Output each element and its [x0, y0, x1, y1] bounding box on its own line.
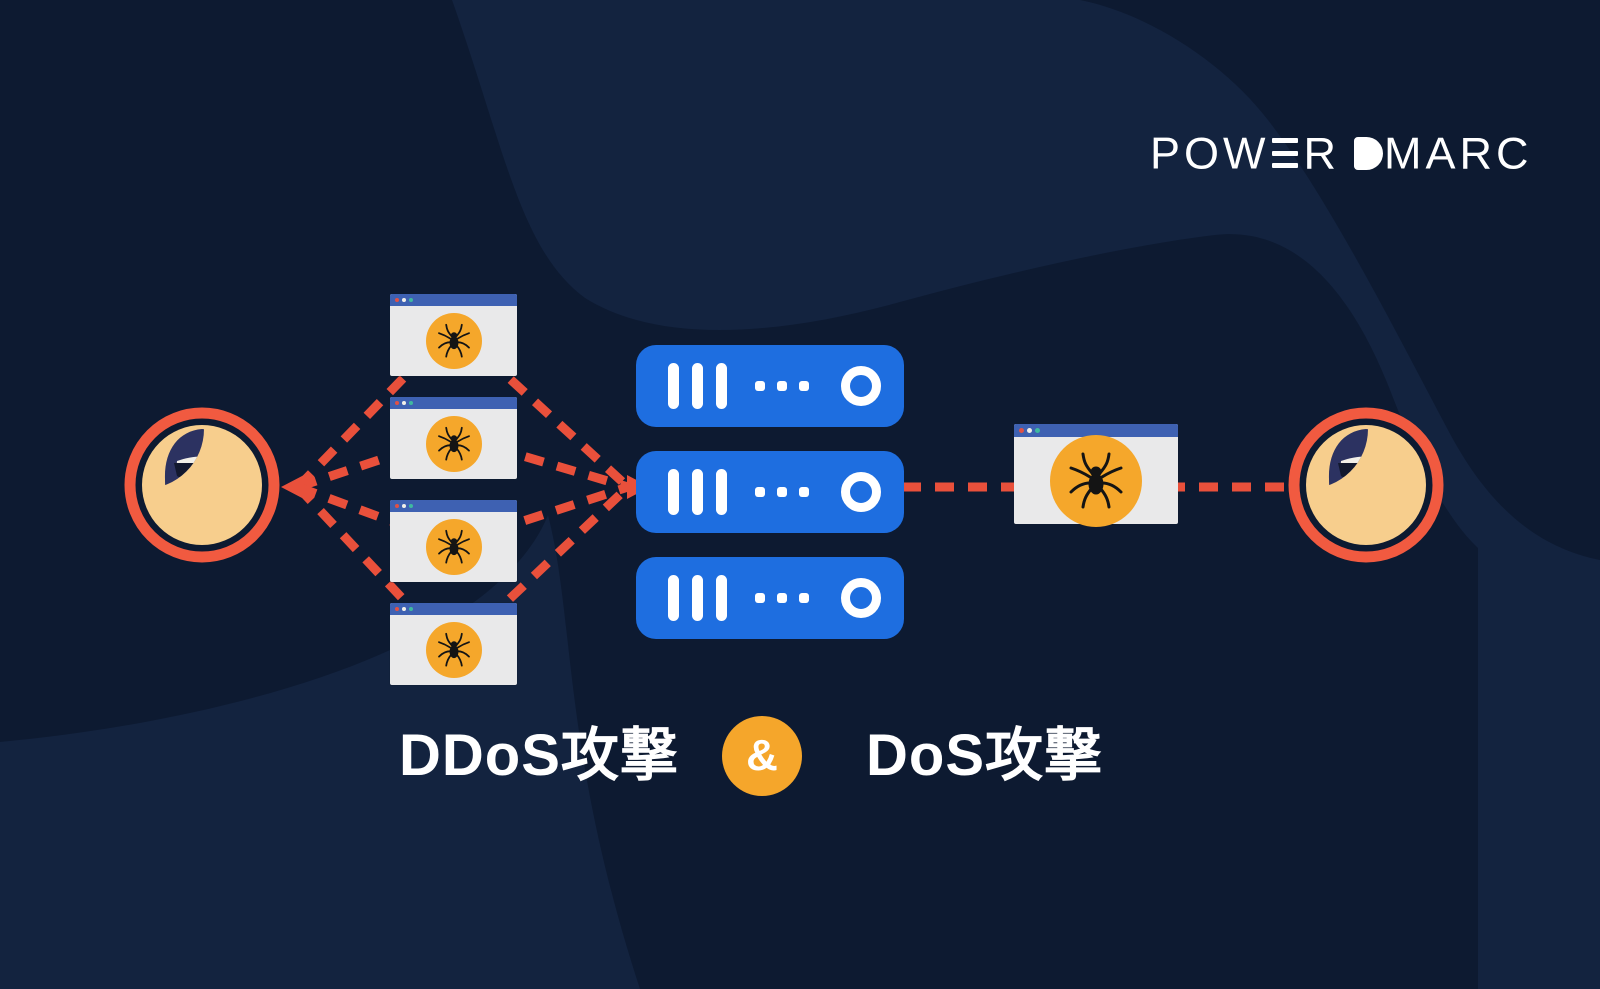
window-maximize-icon — [409, 401, 413, 405]
bot-window-3 — [390, 500, 517, 582]
dos-malware-window — [1014, 424, 1178, 527]
server-rack-2 — [636, 451, 904, 533]
server-power-icon — [841, 578, 881, 618]
spider-icon — [437, 426, 470, 461]
server-power-icon — [841, 472, 881, 512]
window-close-icon — [395, 607, 399, 611]
window-close-icon — [395, 401, 399, 405]
window-minimize-icon — [402, 607, 406, 611]
logo-text-r: R — [1303, 128, 1340, 178]
spider-icon — [437, 632, 470, 667]
server-leds-icon — [755, 381, 809, 391]
window-close-icon — [395, 298, 399, 302]
background-ribbon-blob — [452, 0, 1600, 989]
bot-window-2 — [390, 397, 517, 479]
logo-text-marc: MARC — [1384, 128, 1533, 178]
window-maximize-icon — [409, 504, 413, 508]
window-titlebar — [390, 294, 517, 306]
right-hacker-avatar — [1286, 405, 1446, 565]
window-titlebar — [390, 397, 517, 409]
attack-line-mid-3 — [460, 482, 630, 546]
window-minimize-icon — [402, 298, 406, 302]
malware-badge — [425, 519, 482, 575]
server-power-icon — [841, 366, 881, 406]
arrowhead-left-icon — [281, 475, 304, 499]
spider-icon — [437, 323, 470, 358]
malware-badge — [425, 416, 482, 472]
malware-badge — [425, 622, 482, 678]
server-leds-icon — [755, 487, 809, 497]
logo-e-bars-icon — [1271, 138, 1298, 168]
logo-text-pow: POW — [1150, 128, 1270, 178]
spider-icon — [437, 529, 470, 564]
attack-line-mid-2 — [460, 433, 630, 492]
window-titlebar — [390, 603, 517, 615]
malware-badge — [1050, 434, 1142, 527]
window-titlebar — [390, 500, 517, 512]
window-body — [390, 512, 517, 582]
ddos-attack-label: DDoS攻撃 — [399, 723, 679, 788]
ampersand-badge: & — [722, 716, 802, 796]
bot-window-4 — [390, 603, 517, 685]
server-leds-icon — [755, 593, 809, 603]
window-maximize-icon — [409, 298, 413, 302]
server-rack-3 — [636, 557, 904, 639]
window-maximize-icon — [409, 607, 413, 611]
window-maximize-icon — [1035, 428, 1040, 433]
malware-badge — [425, 313, 482, 369]
server-slots-icon — [668, 363, 727, 409]
ampersand-text: & — [746, 731, 778, 780]
window-titlebar — [1014, 424, 1178, 437]
server-slots-icon — [668, 469, 727, 515]
powerdmarc-logo: POW R MARC — [1150, 128, 1533, 178]
window-body — [390, 615, 517, 685]
spider-icon — [1069, 452, 1123, 508]
window-body — [390, 306, 517, 376]
window-minimize-icon — [402, 504, 406, 508]
window-minimize-icon — [1027, 428, 1032, 433]
window-close-icon — [1019, 428, 1024, 433]
dos-attack-label: DoS攻撃 — [866, 723, 1104, 788]
window-body — [1014, 434, 1178, 527]
server-rack-1 — [636, 345, 904, 427]
window-minimize-icon — [402, 401, 406, 405]
bot-window-1 — [390, 294, 517, 376]
window-close-icon — [395, 504, 399, 508]
attack-line-left-3 — [296, 482, 447, 546]
attack-line-left-2 — [296, 433, 447, 492]
server-slots-icon — [668, 575, 727, 621]
window-body — [390, 409, 517, 479]
logo-d-icon — [1354, 136, 1383, 170]
left-hacker-avatar — [122, 405, 282, 565]
